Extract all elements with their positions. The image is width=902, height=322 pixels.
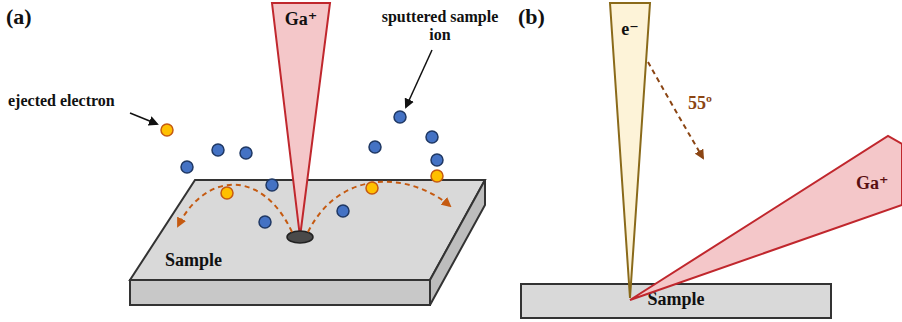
- beam-label: Ga⁺: [265, 10, 337, 30]
- milled-hole: [287, 231, 313, 243]
- angle-label: 55º: [688, 93, 712, 114]
- panel-letter: (b): [518, 4, 545, 29]
- ejected-electrons: [161, 124, 443, 199]
- leader-line: [130, 113, 157, 124]
- beam-label: Ga⁺: [856, 174, 902, 194]
- leader-line: [406, 50, 432, 107]
- ion-beam-outline: [628, 130, 902, 302]
- sample-block: Sample: [520, 283, 832, 319]
- ion-beam: Ga⁺: [265, 0, 337, 240]
- electron-beam: e⁻: [605, 0, 655, 300]
- beam-label: Sample: [520, 290, 832, 310]
- sputtered-ions: [181, 111, 443, 228]
- panel-letter: (a): [6, 4, 32, 29]
- ion-beam-outline: [265, 0, 337, 240]
- ion-beam: Ga⁺: [628, 130, 902, 302]
- beam-label: Sample: [165, 251, 535, 271]
- trajectory-arrow: [308, 182, 450, 232]
- beam-label: e⁻: [605, 20, 655, 40]
- trajectory-arrow: [178, 185, 292, 232]
- electron-beam-outline: [605, 0, 655, 300]
- callout-text: sputtered sample ion: [378, 8, 502, 45]
- callout-text: ejected electron: [8, 92, 115, 110]
